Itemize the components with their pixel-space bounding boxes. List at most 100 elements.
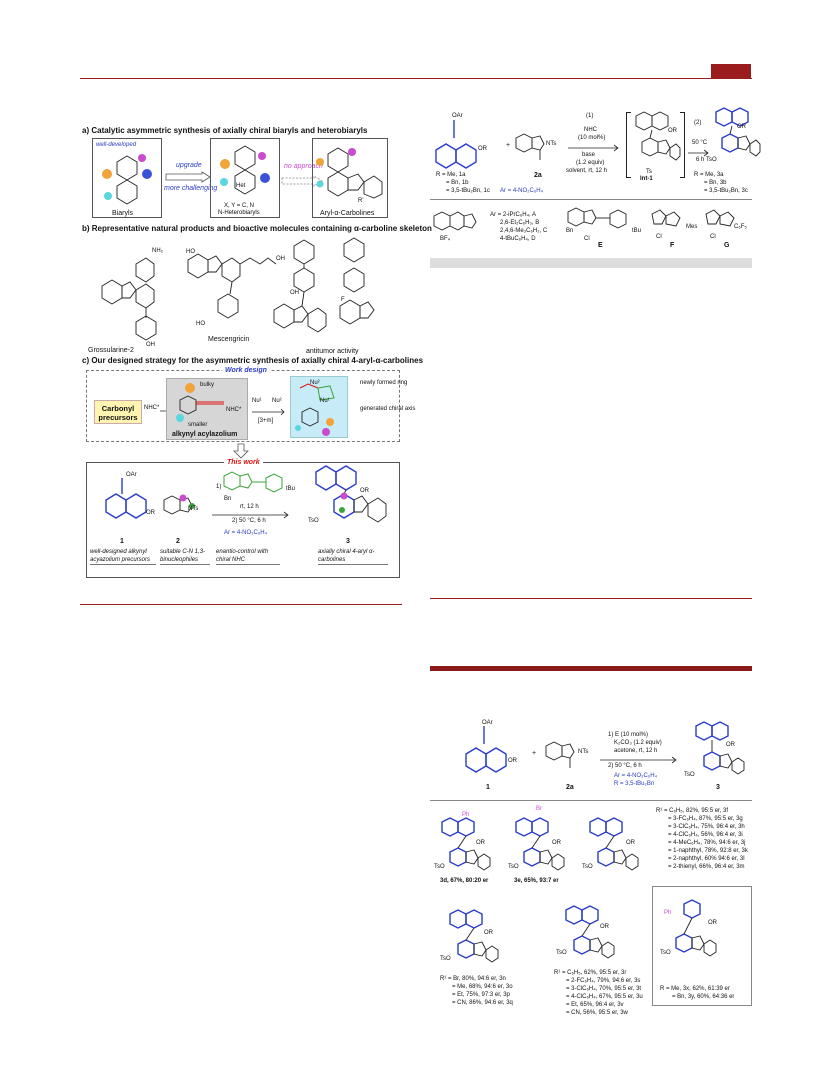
s2-arrow — [600, 756, 677, 764]
nh2-label: NH₂ — [152, 248, 163, 254]
s1-prod-or: OR — [737, 124, 746, 130]
biaryls-label: Biaryls — [112, 210, 134, 217]
section-b-title: b) Representative natural products and b… — [82, 224, 432, 233]
3f-or: OR — [626, 840, 635, 846]
s1-step1-l2: (10 mol%) — [578, 135, 606, 141]
r1-3p: = Et, 75%, 97:3 er, 3p — [452, 992, 510, 998]
3n-or: OR — [484, 930, 493, 936]
upgrade-label: upgrade — [176, 162, 202, 169]
3r-tso: TsO — [556, 950, 567, 956]
s1-int-or: OR — [668, 128, 677, 134]
s2-divider — [430, 800, 752, 801]
3r-or: OR — [600, 924, 609, 930]
oh-label-1: OH — [146, 342, 155, 348]
f-label: F — [341, 297, 345, 303]
bulky-label: bulky — [200, 382, 215, 388]
r-3y: = Bn, 3y, 60%, 64:36 er — [672, 994, 735, 1000]
design-product-structure — [295, 383, 335, 436]
cond-2: 2) 50 °C, 6 h — [232, 518, 266, 524]
s1-step2-l1: 50 °C — [692, 140, 708, 146]
3e-or: OR — [552, 840, 561, 846]
r1-3s: = 2-FC₆H₄, 79%, 94:6 er, 3s — [566, 978, 641, 984]
s1-int-label: Int-1 — [640, 176, 653, 182]
s2-r: R = 3,5-tBu₂Bn — [614, 781, 655, 787]
arylcarboline-box — [312, 138, 388, 218]
cat-d: 4-tBuC₆H₄, D — [500, 236, 536, 242]
cat-f-mes: Mes — [686, 224, 698, 230]
r1-3w: = CN, 56%, 95:5 er, 3w — [566, 1010, 628, 1016]
3n-tso: TsO — [440, 956, 451, 962]
s1-or: OR — [478, 146, 487, 152]
cat-e-structure — [567, 207, 627, 229]
nu2-label: Nu² — [272, 398, 282, 404]
mescengricin-structure — [187, 253, 277, 319]
s1-2a-label: 2a — [534, 172, 542, 179]
bracket-right — [680, 112, 685, 178]
product-3r-3w — [565, 905, 615, 959]
s2-or: OR — [508, 758, 517, 764]
het-label: Het — [236, 183, 246, 189]
scheme1-substrate — [435, 120, 477, 169]
plus-2: + — [532, 750, 537, 757]
s2-cond-2: K₂CO₃ (1.2 equiv) — [614, 740, 662, 746]
biaryl-structure — [102, 154, 152, 205]
scheme2-top-rule — [430, 666, 752, 671]
cat-g-cl: Cl — [710, 234, 716, 240]
work-design-title: Work design — [222, 367, 270, 376]
r1-3n: R¹ = Br, 80%, 94:6 er, 3n — [440, 976, 506, 982]
cat-e-tbu: tBu — [632, 228, 642, 234]
r1-3t: = 3-ClC₆H₄, 70%, 95:5 er, 3t — [566, 986, 642, 992]
r1-3g: = 3-FC₆H₄, 87%, 95:5 er, 3g — [668, 816, 743, 822]
ho-label-2: HO — [196, 321, 205, 327]
cat-f-structure — [651, 209, 681, 227]
r1-3v: = Et, 65%, 96:4 er, 3v — [566, 1002, 624, 1008]
r1-3m: = 2-thienyl, 66%, 96:4 er, 3m — [668, 864, 745, 870]
heterobiaryl-structure — [220, 145, 270, 195]
3e-tso: TsO — [508, 864, 519, 870]
heterobiaryls-label: N-Heterobiaryls — [218, 210, 260, 216]
cat-e-bn: Bn — [566, 228, 574, 234]
s2-prod-or: OR — [726, 742, 735, 748]
s2-cond-3: acetone, rt, 12 h — [614, 748, 658, 754]
page-tag — [711, 64, 751, 78]
r1-3r: R¹ = C₆H₅, 62%, 95:5 er, 3r — [554, 970, 627, 976]
no-approach-label: no approach — [284, 163, 323, 170]
table-bottom-rule — [430, 598, 752, 599]
nu1-label: Nu¹ — [252, 398, 262, 404]
down-arrow — [233, 443, 249, 459]
well-developed-label: well-developed — [96, 142, 137, 148]
acylazolium-structure — [176, 383, 224, 422]
3e-br: Br — [536, 806, 542, 812]
grossularine-structure — [101, 257, 157, 341]
product-3x-3y — [675, 899, 717, 957]
label-3d: 3d, 67%, 80:20 er — [440, 878, 489, 884]
arylcarboline-label: Aryl-α-Carbolines — [320, 210, 375, 217]
s2-cond-4: 2) 50 °C, 6 h — [608, 763, 642, 769]
cat-e-cl: Cl — [584, 236, 590, 242]
this-work-title: This work — [224, 459, 263, 468]
r1-3o: = Me, 68%, 94:6 er, 3o — [452, 984, 513, 990]
grossularine-label: Grossularine-2 — [88, 347, 134, 354]
s2-ar: Ar = 4-NO₂C₆H₄ — [614, 773, 658, 779]
cat-b: 2,6-Et₂C₆H₃, B — [500, 220, 540, 226]
nhc-catalyst-structure — [223, 471, 283, 493]
nu1-label-prod: Nu¹ — [320, 398, 330, 404]
figure1-bottom-rule — [80, 604, 402, 605]
ho-label-1: HO — [186, 249, 195, 255]
s2-3-label: 3 — [716, 784, 720, 791]
antitumor-label: antitumor activity — [306, 348, 359, 355]
r1-3h: = 3-ClC₆H₄, 75%, 96:4 er, 3h — [668, 824, 745, 830]
cat-abcd-structure — [433, 211, 477, 231]
carbonyl-label: Carbonyl precursors — [98, 404, 138, 422]
table-header-bar — [430, 258, 752, 268]
s2-product — [695, 721, 745, 775]
3d-ph: Ph — [462, 812, 470, 818]
nu2-label-prod: Nu² — [310, 380, 320, 386]
s1-prod-l1: R = Me, 3a — [694, 172, 724, 178]
section-c-title: c) Our designed strategy for the asymmet… — [82, 356, 424, 365]
3x-tso: TsO — [660, 950, 671, 956]
newly-formed-label: newly formed ring — [360, 380, 408, 386]
r1-3q: = CN, 86%, 94:6 er, 3q — [452, 1000, 513, 1006]
r1-3k: = 1-naphthyl, 78%, 92:8 er, 3k — [668, 848, 748, 854]
cat-g-label: G — [724, 242, 730, 249]
